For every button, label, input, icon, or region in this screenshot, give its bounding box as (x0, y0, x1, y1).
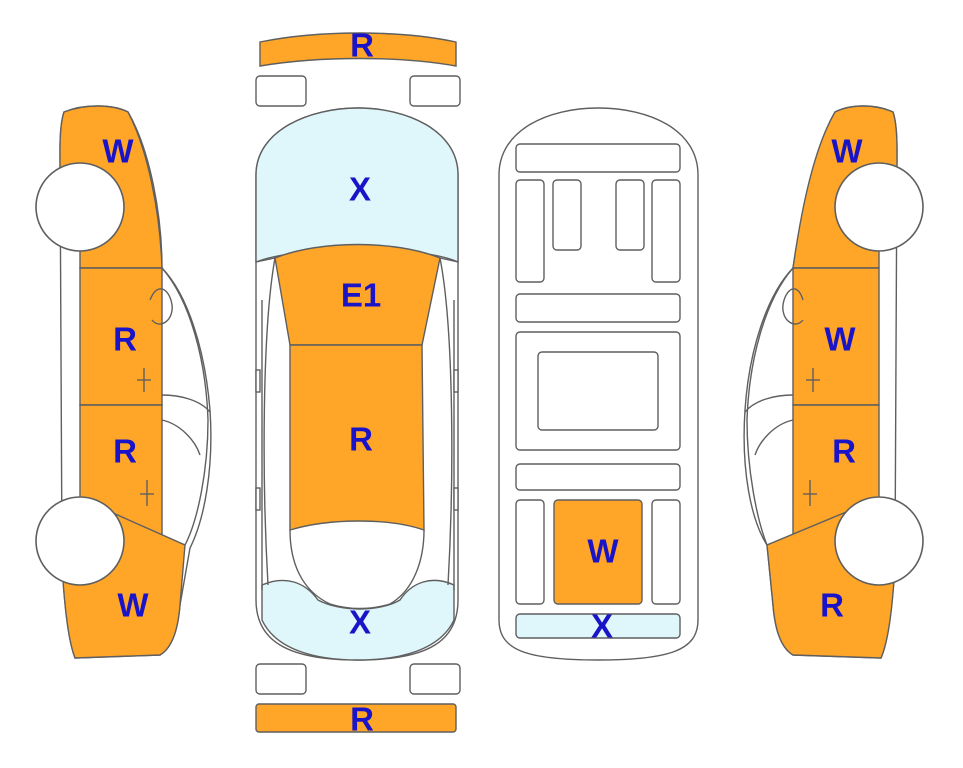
top-taillight-right (409, 663, 461, 695)
underbody-cross-member (515, 293, 681, 323)
right-front-door-label: W (824, 321, 856, 358)
right-cabin-lines (744, 267, 804, 546)
left-cabin-lines (149, 267, 211, 546)
top-rear-window-label: X (349, 604, 371, 641)
right-rear-label: R (820, 587, 844, 624)
underbody-front-right-inner (615, 179, 645, 251)
underbody-rear-cross-member (515, 463, 681, 491)
right-front-label: W (831, 133, 863, 170)
top-hood[interactable] (274, 243, 441, 346)
underbody-front-right-member (651, 179, 681, 283)
top-roof-label: R (349, 421, 373, 458)
right-rear-door-label: R (832, 433, 856, 470)
underbody-view: W X (498, 107, 699, 661)
underbody-floor-panel (537, 351, 659, 431)
top-rear-window[interactable] (261, 579, 455, 661)
top-headlight-left (255, 75, 307, 107)
right-door-handles (803, 368, 820, 506)
top-mirror-left-rear (255, 487, 261, 511)
underbody-tank-label: W (587, 533, 619, 570)
top-hood-label: E1 (341, 277, 381, 314)
underbody-rear-right-member (651, 499, 681, 605)
left-rear-door-label: R (113, 433, 137, 470)
underbody-rear-strip-label: X (591, 608, 613, 645)
left-front-door-label: R (113, 321, 137, 358)
top-view: R X E1 R X R (255, 27, 461, 738)
left-rear-label: W (117, 587, 149, 624)
underbody-tank[interactable] (553, 499, 643, 605)
top-mirror-right (453, 369, 459, 393)
left-rear-wheel (35, 496, 125, 586)
top-front-bumper[interactable] (259, 32, 457, 67)
top-rear-bumper[interactable] (255, 703, 457, 733)
underbody-front-left-inner (552, 179, 582, 251)
underbody-front-left-member (515, 179, 545, 283)
right-rear-wheel (834, 496, 924, 586)
top-rear-bumper-label: R (350, 701, 374, 738)
left-front-label: W (102, 133, 134, 170)
underbody-rear-left-member (515, 499, 545, 605)
left-door-handles (137, 368, 154, 506)
underbody-front-rail (515, 143, 681, 173)
top-mirror-right-rear (453, 487, 459, 511)
top-windshield-label: X (349, 171, 371, 208)
top-headlight-right (409, 75, 461, 107)
right-front-wheel (834, 162, 924, 252)
left-side-view: W R R W (35, 105, 212, 659)
top-roof[interactable] (289, 344, 425, 531)
left-front-wheel (35, 162, 125, 252)
underbody-rear-strip[interactable] (515, 613, 681, 639)
top-front-bumper-label: R (350, 27, 374, 64)
top-body-lines (255, 257, 459, 610)
right-side-view (743, 105, 924, 659)
top-taillight-left (255, 663, 307, 695)
top-mirror-left (255, 369, 261, 393)
